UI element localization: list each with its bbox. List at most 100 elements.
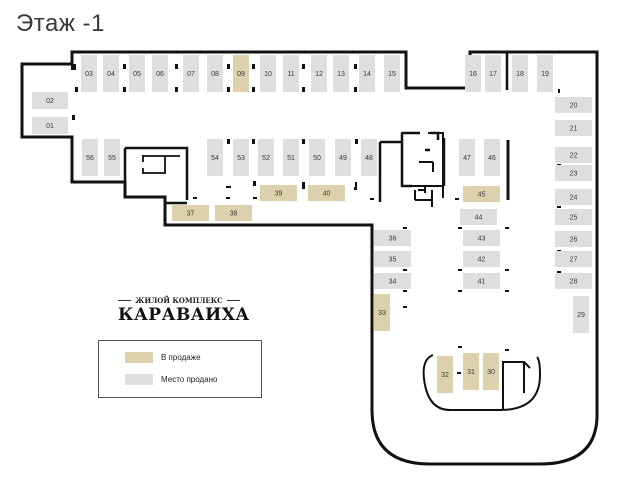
- parking-spot-08[interactable]: 08: [207, 55, 223, 92]
- parking-spot-18[interactable]: 18: [512, 55, 528, 92]
- parking-spot-01[interactable]: 01: [32, 117, 68, 134]
- parking-spot-rect[interactable]: [260, 185, 297, 201]
- parking-spot-rect[interactable]: [555, 251, 592, 267]
- parking-spot-24[interactable]: 24: [555, 189, 592, 205]
- parking-spot-rect[interactable]: [233, 55, 249, 92]
- parking-spot-40[interactable]: 40: [308, 185, 345, 201]
- parking-spot-rect[interactable]: [172, 205, 209, 221]
- parking-spot-47[interactable]: 47: [459, 139, 475, 176]
- parking-spot-rect[interactable]: [233, 139, 249, 176]
- parking-spot-44[interactable]: 44: [460, 209, 497, 225]
- parking-spot-14[interactable]: 14: [359, 55, 375, 92]
- parking-spot-rect[interactable]: [283, 55, 299, 92]
- parking-spot-27[interactable]: 27: [555, 251, 592, 267]
- parking-spot-50[interactable]: 50: [309, 139, 325, 176]
- parking-spot-rect[interactable]: [215, 205, 252, 221]
- parking-spot-21[interactable]: 21: [555, 120, 592, 136]
- parking-spot-52[interactable]: 52: [258, 139, 274, 176]
- parking-spot-rect[interactable]: [308, 185, 345, 201]
- parking-spot-rect[interactable]: [459, 139, 475, 176]
- parking-spot-20[interactable]: 20: [555, 97, 592, 113]
- parking-spot-rect[interactable]: [81, 55, 97, 92]
- parking-spot-rect[interactable]: [32, 117, 68, 134]
- parking-spot-25[interactable]: 25: [555, 209, 592, 225]
- parking-spot-rect[interactable]: [311, 55, 327, 92]
- parking-spot-48[interactable]: 48: [361, 139, 377, 176]
- parking-spot-rect[interactable]: [555, 273, 592, 289]
- parking-spot-41[interactable]: 41: [463, 273, 500, 289]
- parking-spot-rect[interactable]: [258, 139, 274, 176]
- parking-spot-rect[interactable]: [555, 189, 592, 205]
- parking-spot-rect[interactable]: [374, 230, 411, 246]
- parking-spot-43[interactable]: 43: [463, 230, 500, 246]
- parking-spot-56[interactable]: 56: [82, 139, 98, 176]
- parking-spot-rect[interactable]: [384, 55, 400, 92]
- parking-spot-rect[interactable]: [484, 139, 500, 176]
- parking-spot-rect[interactable]: [463, 353, 479, 390]
- parking-spot-26[interactable]: 26: [555, 231, 592, 247]
- parking-spot-rect[interactable]: [103, 55, 119, 92]
- parking-spot-23[interactable]: 23: [555, 165, 592, 181]
- parking-spot-12[interactable]: 12: [311, 55, 327, 92]
- parking-spot-22[interactable]: 22: [555, 147, 592, 163]
- parking-spot-rect[interactable]: [537, 55, 553, 92]
- parking-spot-36[interactable]: 36: [374, 230, 411, 246]
- parking-spot-05[interactable]: 05: [129, 55, 145, 92]
- parking-spot-rect[interactable]: [359, 55, 375, 92]
- parking-spot-03[interactable]: 03: [81, 55, 97, 92]
- parking-spot-rect[interactable]: [283, 139, 299, 176]
- parking-spot-rect[interactable]: [463, 230, 500, 246]
- parking-spot-16[interactable]: 16: [465, 55, 481, 92]
- parking-spot-28[interactable]: 28: [555, 273, 592, 289]
- parking-spot-rect[interactable]: [207, 139, 223, 176]
- parking-spot-rect[interactable]: [463, 273, 500, 289]
- parking-spot-rect[interactable]: [463, 186, 500, 202]
- parking-spot-38[interactable]: 38: [215, 205, 252, 221]
- parking-spot-09[interactable]: 09: [233, 55, 249, 92]
- parking-spot-rect[interactable]: [374, 251, 411, 267]
- parking-spot-rect[interactable]: [374, 294, 390, 331]
- parking-spot-rect[interactable]: [207, 55, 223, 92]
- parking-spot-rect[interactable]: [374, 273, 411, 289]
- parking-spot-rect[interactable]: [260, 55, 276, 92]
- parking-spot-31[interactable]: 31: [463, 353, 479, 390]
- parking-spot-rect[interactable]: [104, 139, 120, 176]
- parking-spot-rect[interactable]: [555, 231, 592, 247]
- parking-spot-11[interactable]: 11: [283, 55, 299, 92]
- parking-spot-19[interactable]: 19: [537, 55, 553, 92]
- parking-spot-46[interactable]: 46: [484, 139, 500, 176]
- parking-spot-45[interactable]: 45: [463, 186, 500, 202]
- parking-spot-rect[interactable]: [361, 139, 377, 176]
- parking-spot-rect[interactable]: [309, 139, 325, 176]
- parking-spot-rect[interactable]: [463, 251, 500, 267]
- parking-spot-rect[interactable]: [437, 356, 453, 393]
- parking-spot-51[interactable]: 51: [283, 139, 299, 176]
- parking-spot-06[interactable]: 06: [152, 55, 168, 92]
- parking-spot-33[interactable]: 33: [374, 294, 390, 331]
- parking-spot-29[interactable]: 29: [573, 296, 589, 333]
- parking-spot-rect[interactable]: [555, 147, 592, 163]
- parking-spot-rect[interactable]: [32, 92, 68, 109]
- parking-spot-rect[interactable]: [483, 353, 499, 390]
- parking-spot-13[interactable]: 13: [333, 55, 349, 92]
- parking-spot-rect[interactable]: [129, 55, 145, 92]
- parking-spot-10[interactable]: 10: [260, 55, 276, 92]
- parking-spot-39[interactable]: 39: [260, 185, 297, 201]
- parking-spot-04[interactable]: 04: [103, 55, 119, 92]
- parking-spot-rect[interactable]: [555, 120, 592, 136]
- parking-spot-35[interactable]: 35: [374, 251, 411, 267]
- parking-spot-rect[interactable]: [555, 165, 592, 181]
- parking-spot-rect[interactable]: [183, 55, 199, 92]
- parking-spot-02[interactable]: 02: [32, 92, 68, 109]
- parking-spot-rect[interactable]: [555, 209, 592, 225]
- parking-spot-34[interactable]: 34: [374, 273, 411, 289]
- parking-spot-rect[interactable]: [82, 139, 98, 176]
- parking-spot-53[interactable]: 53: [233, 139, 249, 176]
- parking-spot-rect[interactable]: [512, 55, 528, 92]
- parking-spot-rect[interactable]: [333, 55, 349, 92]
- parking-spot-rect[interactable]: [573, 296, 589, 333]
- parking-spot-rect[interactable]: [152, 55, 168, 92]
- parking-spot-17[interactable]: 17: [485, 55, 501, 92]
- parking-spot-42[interactable]: 42: [463, 251, 500, 267]
- parking-spot-49[interactable]: 49: [335, 139, 351, 176]
